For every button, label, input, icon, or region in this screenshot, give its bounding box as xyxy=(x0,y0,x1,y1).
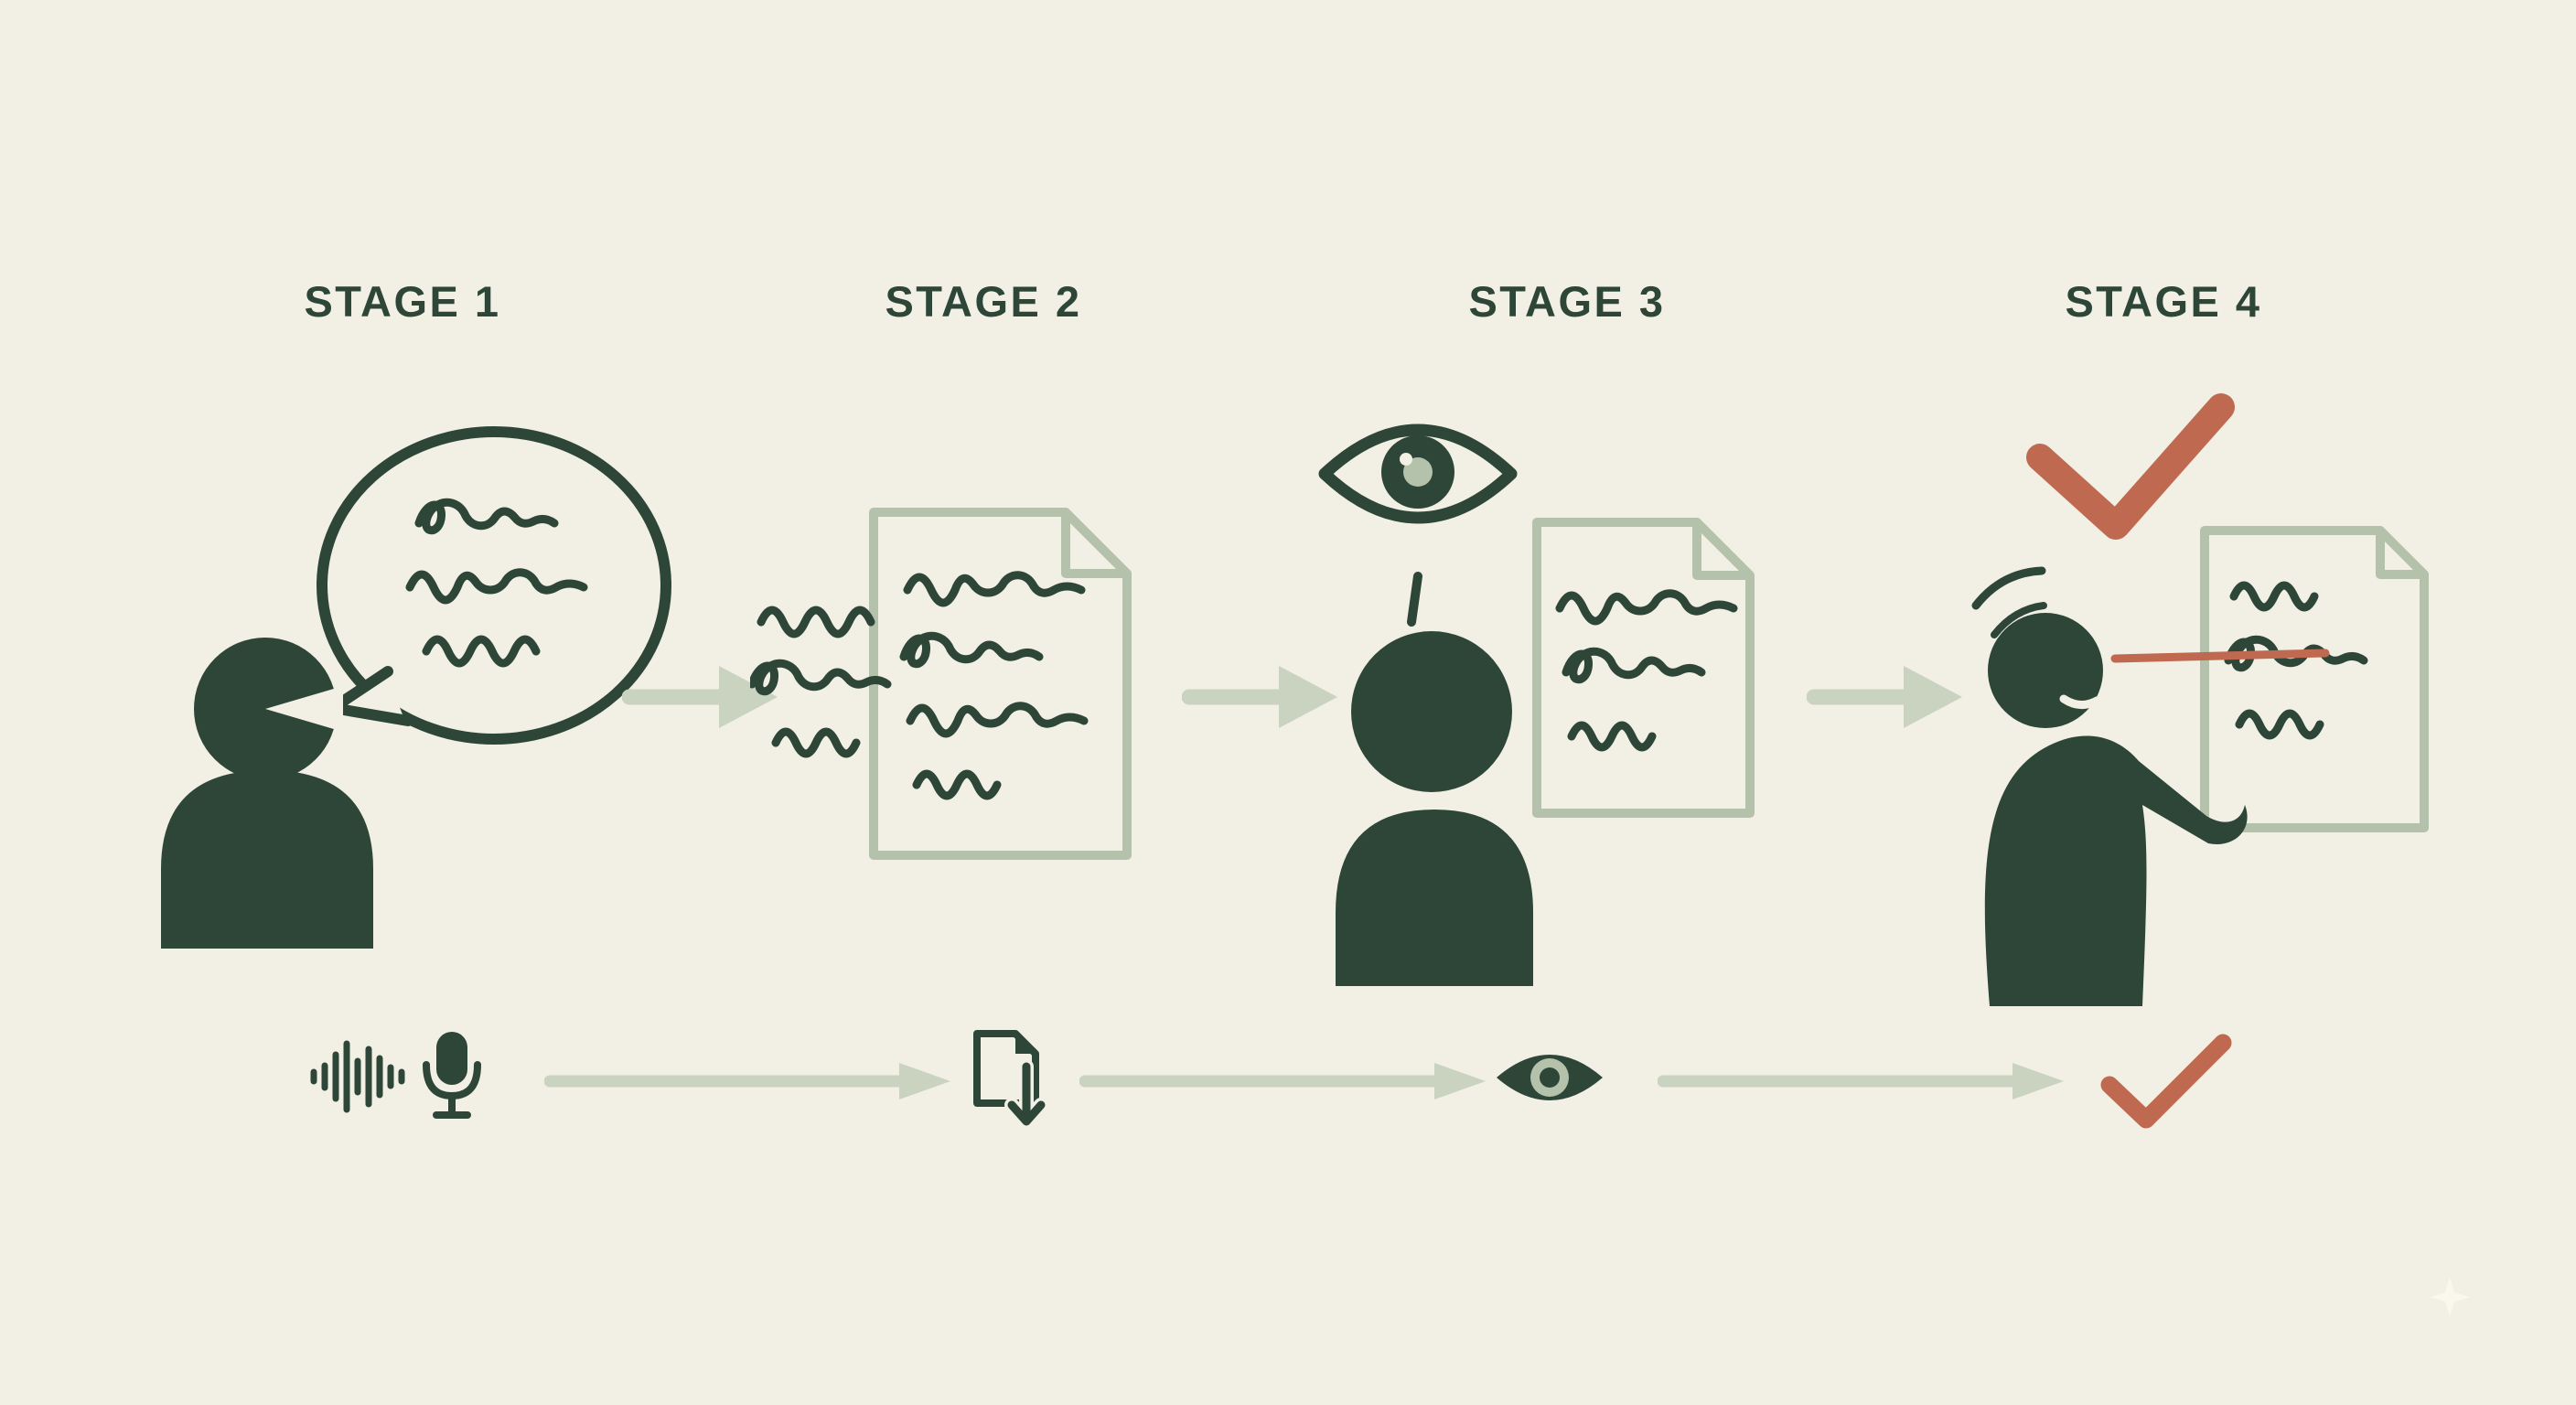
motion-line xyxy=(1971,566,2046,610)
stage-1-label: STAGE 1 xyxy=(304,277,501,326)
open-mouth xyxy=(265,686,343,732)
speaking-person-icon xyxy=(161,638,373,949)
flow-arrow-1 xyxy=(622,666,778,728)
squiggle-text xyxy=(410,573,584,600)
speech-squiggles xyxy=(752,575,1084,796)
stage-1-illustration xyxy=(161,426,671,949)
approved-document-icon xyxy=(2200,526,2429,832)
stage-3-illustration xyxy=(1318,424,1755,986)
eye-icon xyxy=(1318,424,1518,524)
gaze-line xyxy=(1407,572,1422,627)
mini-flow-arrow-1 xyxy=(544,1063,950,1099)
checkmark-icon xyxy=(2026,393,2235,540)
document-download-icon xyxy=(973,1030,1048,1129)
receiving-person-icon xyxy=(1971,566,2248,1006)
sparkle-icon xyxy=(2430,1277,2470,1317)
microphone-icon xyxy=(423,1032,481,1119)
reviewing-person-icon xyxy=(1336,631,1533,986)
motion-line xyxy=(1991,602,2047,638)
mini-eye-icon xyxy=(1497,1055,1603,1100)
transcript-document-icon xyxy=(869,508,1132,860)
squiggle-text xyxy=(419,502,554,531)
waveform-microphone-icon xyxy=(310,1032,481,1119)
mini-checkmark-icon xyxy=(2100,1034,2232,1129)
smile xyxy=(2059,694,2101,709)
connector-line xyxy=(2110,649,2330,663)
stage-3-label: STAGE 3 xyxy=(1468,277,1666,326)
flow-arrow-3 xyxy=(1807,666,1962,728)
stage-2-label: STAGE 2 xyxy=(885,277,1082,326)
stage-4-illustration xyxy=(1971,393,2429,1006)
mini-flow-arrow-3 xyxy=(1658,1063,2064,1099)
flow-arrow-2 xyxy=(1182,666,1337,728)
stage-4-label: STAGE 4 xyxy=(2065,277,2262,326)
speech-bubble-icon xyxy=(317,426,671,745)
stage-2-illustration xyxy=(750,508,1132,860)
waveform-icon xyxy=(310,1040,405,1113)
squiggle-text xyxy=(426,639,536,663)
mini-flow-arrow-2 xyxy=(1079,1063,1486,1099)
review-document-icon xyxy=(1532,518,1755,818)
